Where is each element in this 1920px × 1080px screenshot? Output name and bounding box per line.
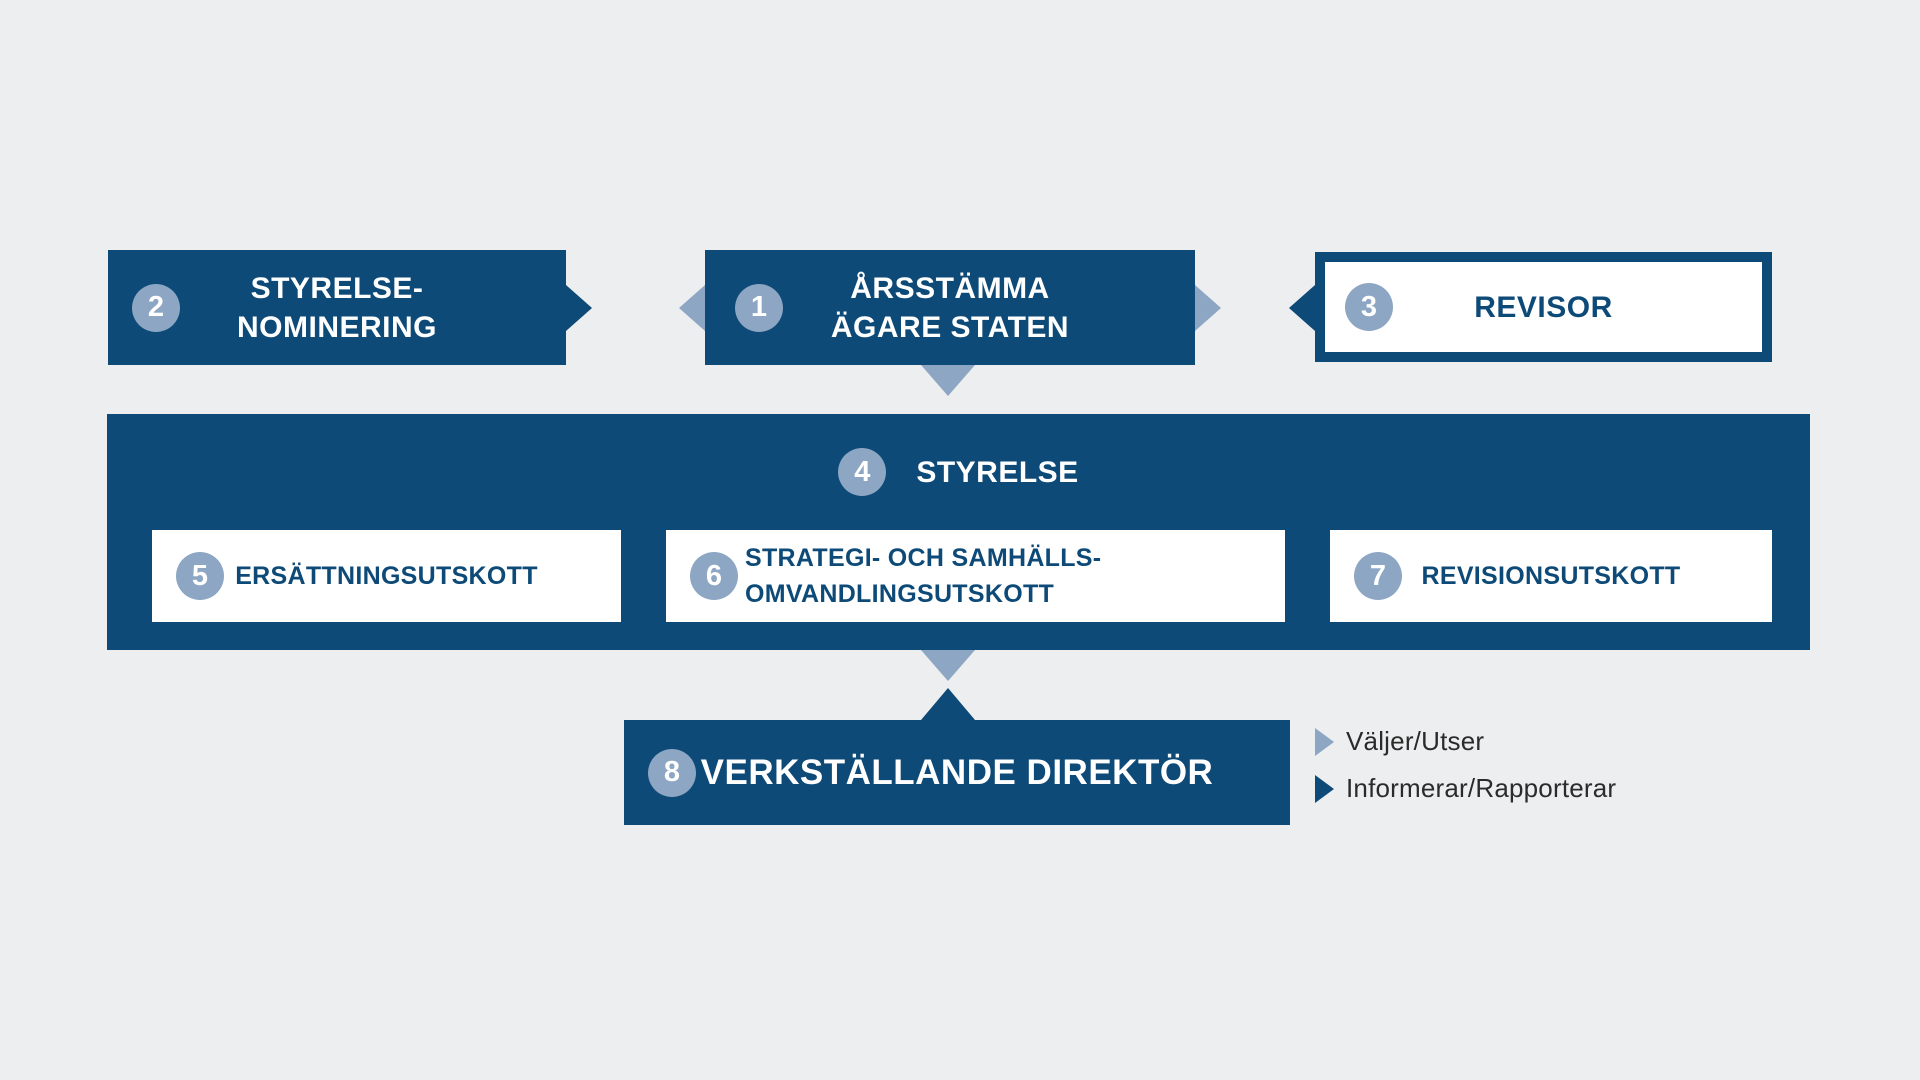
legend-item-appoints: Väljer/Utser: [1315, 726, 1484, 757]
legend-item-reports: Informerar/Rapporterar: [1315, 773, 1616, 804]
node-annual-meeting-label: ÅRSSTÄMMA ÄGARE STATEN: [831, 269, 1069, 347]
node-strategy-committee-label: STRATEGI- OCH SAMHÄLLS- OMVANDLINGSUTSKO…: [666, 540, 1101, 612]
number-badge: 3: [1345, 283, 1393, 331]
legend-appoints-arrow-icon: [1315, 727, 1334, 756]
node-remuneration-committee: 5 ERSÄTTNINGSUTSKOTT: [152, 530, 621, 622]
reports-arrow-auditor-to-meeting-icon: [1289, 285, 1315, 331]
appoints-arrow-meeting-to-auditor-icon: [1195, 285, 1221, 331]
node-audit-committee-label: REVISIONSUTSKOTT: [1421, 562, 1681, 590]
label-line: STRATEGI- OCH SAMHÄLLS-: [745, 544, 1102, 572]
reports-arrow-nomination-to-meeting-icon: [566, 285, 592, 331]
node-auditor: 3 REVISOR: [1315, 252, 1772, 362]
legend-reports-label: Informerar/Rapporterar: [1346, 773, 1617, 803]
number-badge: 5: [176, 552, 224, 600]
legend-appoints-label: Väljer/Utser: [1346, 726, 1485, 756]
label-line: ÄGARE STATEN: [830, 310, 1070, 344]
node-ceo-label: VERKSTÄLLANDE DIREKTÖR: [700, 753, 1214, 792]
node-audit-committee: 7 REVISIONSUTSKOTT: [1330, 530, 1772, 622]
label-line: ÅRSSTÄMMA: [850, 271, 1050, 305]
label-line: NOMINERING: [237, 310, 437, 344]
node-board-nomination: 2 STYRELSE- NOMINERING: [108, 250, 566, 365]
number-badge: 4: [838, 448, 887, 496]
appoints-arrow-meeting-to-board-icon: [921, 365, 975, 396]
node-board-label: STYRELSE: [916, 455, 1079, 489]
node-ceo: 8 VERKSTÄLLANDE DIREKTÖR: [624, 720, 1290, 825]
label-line: STYRELSE-: [250, 271, 424, 305]
node-auditor-label: REVISOR: [1474, 290, 1613, 324]
node-board-header: 4 STYRELSE: [107, 414, 1810, 530]
appoints-arrow-meeting-to-nomination-icon: [679, 285, 705, 331]
node-remuneration-committee-label: ERSÄTTNINGSUTSKOTT: [235, 562, 538, 590]
node-board-nomination-label: STYRELSE- NOMINERING: [237, 269, 437, 347]
number-badge: 2: [132, 283, 180, 332]
node-strategy-committee: 6 STRATEGI- OCH SAMHÄLLS- OMVANDLINGSUTS…: [666, 530, 1285, 622]
label-line: OMVANDLINGSUTSKOTT: [745, 580, 1055, 608]
number-badge: 6: [690, 552, 738, 600]
reports-arrow-ceo-to-board-icon: [921, 688, 975, 720]
legend-reports-arrow-icon: [1315, 774, 1334, 803]
number-badge: 1: [735, 283, 783, 332]
number-badge: 7: [1354, 552, 1402, 600]
node-annual-meeting: 1 ÅRSSTÄMMA ÄGARE STATEN: [705, 250, 1195, 365]
appoints-arrow-board-to-ceo-icon: [921, 650, 975, 681]
number-badge: 8: [648, 748, 696, 797]
